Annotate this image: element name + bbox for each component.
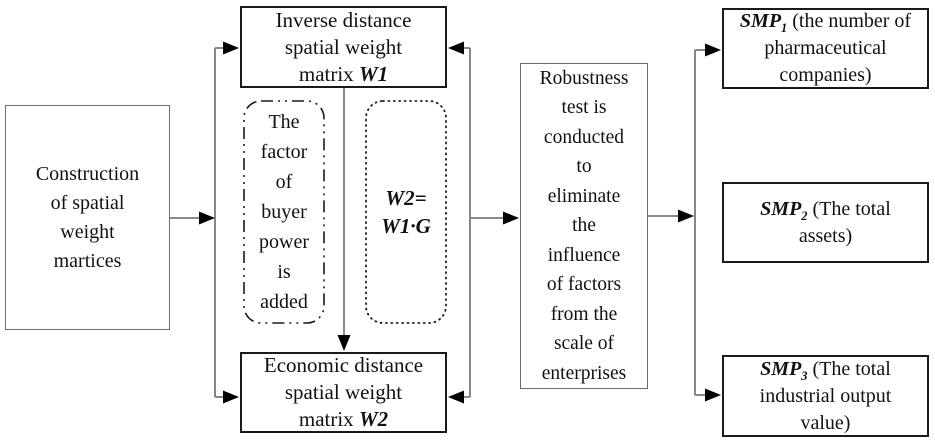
arrow-into-robustness [503, 211, 519, 225]
smp2-symbol-base: SMP [760, 197, 802, 220]
robustness-text: Robustness test is conducted to eliminat… [539, 67, 629, 384]
arrow-w1-to-w2 [337, 335, 351, 351]
smp2-description: (The total assets) [798, 197, 891, 247]
arrow-into-w2-right [448, 390, 464, 404]
smp1-description: (the number of pharmaceutical companies) [764, 10, 912, 86]
w1-box: Inverse distance spatial weight matrix W… [240, 6, 447, 88]
buyer-factor-text: The factor of buyer power is added [259, 111, 309, 313]
smp1-symbol-base: SMP [739, 10, 782, 32]
w1-matrix-symbol: W1 [358, 61, 389, 86]
construction-box: Construction of spatial weight martices [5, 105, 170, 330]
formula-text: W2= W1·G [381, 186, 431, 238]
smp1-text: SMP1 (the number of pharmaceutical compa… [737, 8, 914, 89]
construction-box-text: Construction of spatial weight martices [35, 162, 140, 272]
arrow-into-smp1 [705, 43, 721, 57]
arrow-into-w2-left [223, 390, 239, 404]
arrow-into-smp3 [705, 388, 721, 402]
w1-line3: matrix W1 [299, 61, 388, 88]
smp2-box: SMP2 (The total assets) [722, 182, 929, 263]
formula-box: W2= W1·G [366, 101, 446, 323]
w1-line1: Inverse distance [275, 7, 412, 32]
smp3-box: SMP3 (The total industrial output value) [722, 355, 929, 437]
w2-box: Economic distance spatial weight matrix … [240, 352, 447, 433]
w1-line2: spatial weight [284, 34, 403, 59]
w2-line3-prefix: matrix [298, 407, 359, 431]
smp3-symbol-base: SMP [760, 357, 802, 380]
smp3-text: SMP3 (The total industrial output value) [737, 356, 914, 437]
smp3-description: (The total industrial output value) [759, 357, 892, 434]
smp2-symbol-subscript: 2 [801, 208, 808, 223]
arrow-into-w1-left [223, 41, 239, 55]
w1-line3-prefix: matrix [298, 61, 359, 86]
w2-line3: matrix W2 [299, 406, 388, 433]
w2-line1: Economic distance [263, 353, 424, 377]
arrow-into-w1-right [448, 41, 464, 55]
smp1-symbol: SMP1 [739, 10, 788, 35]
arrow-construction-to-bus [199, 211, 215, 225]
smp1-box: SMP1 (the number of pharmaceutical compa… [722, 8, 929, 89]
w2-matrix-symbol: W2 [358, 407, 389, 431]
smp3-symbol: SMP3 [760, 357, 808, 383]
robustness-box: Robustness test is conducted to eliminat… [520, 63, 648, 389]
smp3-symbol-subscript: 3 [801, 368, 808, 383]
arrow-robustness-to-branch [678, 209, 694, 223]
smp2-symbol: SMP2 [760, 197, 808, 223]
smp2-text: SMP2 (The total assets) [737, 196, 914, 250]
buyer-factor-box: The factor of buyer power is added [244, 101, 324, 323]
w2-line2: spatial weight [284, 380, 403, 404]
smp1-symbol-subscript: 1 [781, 21, 788, 35]
